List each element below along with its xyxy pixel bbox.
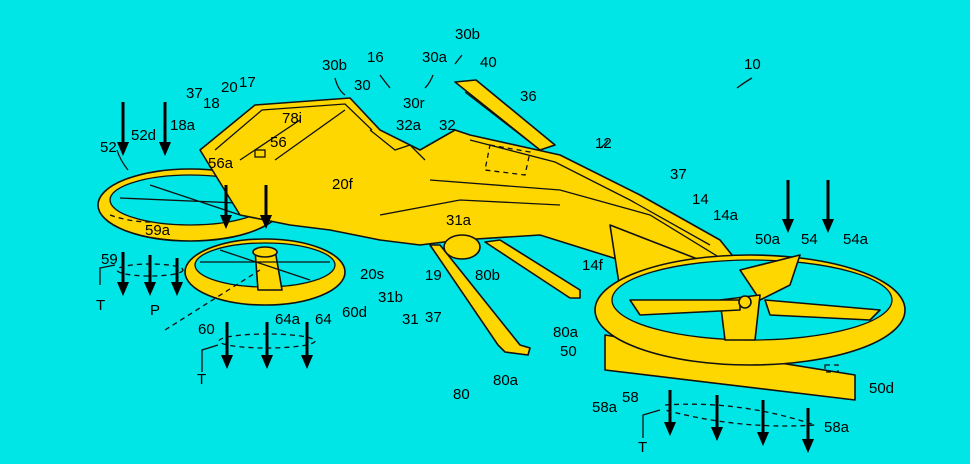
ref-label-37-mid: 37 xyxy=(425,309,442,326)
leader-lines xyxy=(116,54,753,171)
arrow xyxy=(664,390,676,436)
ref-label-56: 56 xyxy=(270,134,287,151)
ref-label-T-mid: T xyxy=(197,371,207,388)
ref-label-36: 36 xyxy=(520,88,537,105)
ref-label-20: 20 xyxy=(221,79,238,96)
thrust-arrows xyxy=(117,102,834,453)
ref-label-19: 19 xyxy=(425,267,442,284)
ref-label-58a-left: 58a xyxy=(592,399,618,416)
arrow xyxy=(782,180,794,233)
ref-label-16: 16 xyxy=(367,49,384,66)
ref-label-12: 12 xyxy=(595,135,612,152)
ref-label-30b-left: 30b xyxy=(322,57,348,74)
ref-label-64: 64 xyxy=(315,311,332,328)
ref-label-30b-right: 30b xyxy=(455,26,481,43)
ref-label-17: 17 xyxy=(239,74,256,91)
ref-label-60d: 60d xyxy=(342,304,368,321)
ref-label-T-left: T xyxy=(96,297,106,314)
arrow xyxy=(711,395,723,441)
arrow xyxy=(144,255,156,296)
ref-label-58: 58 xyxy=(622,389,639,406)
ref-label-59: 59 xyxy=(101,251,118,268)
ref-label-52: 52 xyxy=(100,139,117,156)
ref-label-14a: 14a xyxy=(713,207,739,224)
ref-label-80: 80 xyxy=(453,386,470,403)
ref-label-31: 31 xyxy=(402,311,419,328)
arrow xyxy=(822,180,834,233)
ref-label-59a: 59a xyxy=(145,222,171,239)
ref-label-58a-right: 58a xyxy=(824,419,850,436)
ref-label-32a: 32a xyxy=(396,117,422,134)
arrow xyxy=(117,102,129,156)
arrow xyxy=(220,185,232,229)
arrow xyxy=(802,408,814,453)
arrow xyxy=(171,258,183,296)
ref-label-P: P xyxy=(150,302,161,319)
front-right-duct-50 xyxy=(594,254,906,401)
ref-label-18a: 18a xyxy=(170,117,196,134)
arrow xyxy=(159,102,171,156)
arrow xyxy=(757,400,769,446)
arrow xyxy=(301,322,313,369)
ref-label-64a: 64a xyxy=(275,311,301,328)
ref-label-80a-mid: 80a xyxy=(493,372,519,389)
arrow xyxy=(117,252,129,296)
ref-label-14: 14 xyxy=(692,191,709,208)
ref-label-80a-right: 80a xyxy=(553,324,579,341)
ref-label-18: 18 xyxy=(203,95,220,112)
ref-label-40: 40 xyxy=(480,54,497,71)
ref-label-14f: 14f xyxy=(582,257,603,274)
ref-label-31a: 31a xyxy=(446,212,472,229)
ref-label-37-left: 37 xyxy=(186,85,203,102)
ref-label-52d: 52d xyxy=(131,127,157,144)
ref-label-50d: 50d xyxy=(869,380,895,397)
ref-label-37-right: 37 xyxy=(670,166,687,183)
landing-gear-80 xyxy=(429,234,581,356)
ref-label-56a: 56a xyxy=(208,155,234,172)
ref-label-60: 60 xyxy=(198,321,215,338)
ref-label-20f: 20f xyxy=(332,176,353,193)
thrust-rotation-indicators xyxy=(99,263,816,438)
ref-label-50: 50 xyxy=(560,343,577,360)
ref-label-30r: 30r xyxy=(403,95,425,112)
ref-label-31b: 31b xyxy=(378,289,404,306)
tail-fin-40 xyxy=(454,79,556,151)
ref-label-10: 10 xyxy=(744,56,761,73)
ref-label-20s: 20s xyxy=(360,266,385,283)
ref-label-50a: 50a xyxy=(755,231,781,248)
left-front-duct-60 xyxy=(164,238,346,331)
ref-label-54: 54 xyxy=(801,231,818,248)
ref-label-30: 30 xyxy=(354,77,371,94)
ref-label-78i: 78i xyxy=(282,110,303,127)
ref-label-T-right: T xyxy=(638,439,648,456)
ref-label-54a: 54a xyxy=(843,231,869,248)
ref-label-32: 32 xyxy=(439,117,456,134)
arrow xyxy=(221,322,233,369)
arrow xyxy=(260,185,272,229)
ref-label-30a: 30a xyxy=(422,49,448,66)
ref-label-80b: 80b xyxy=(475,267,501,284)
arrow xyxy=(261,322,273,369)
